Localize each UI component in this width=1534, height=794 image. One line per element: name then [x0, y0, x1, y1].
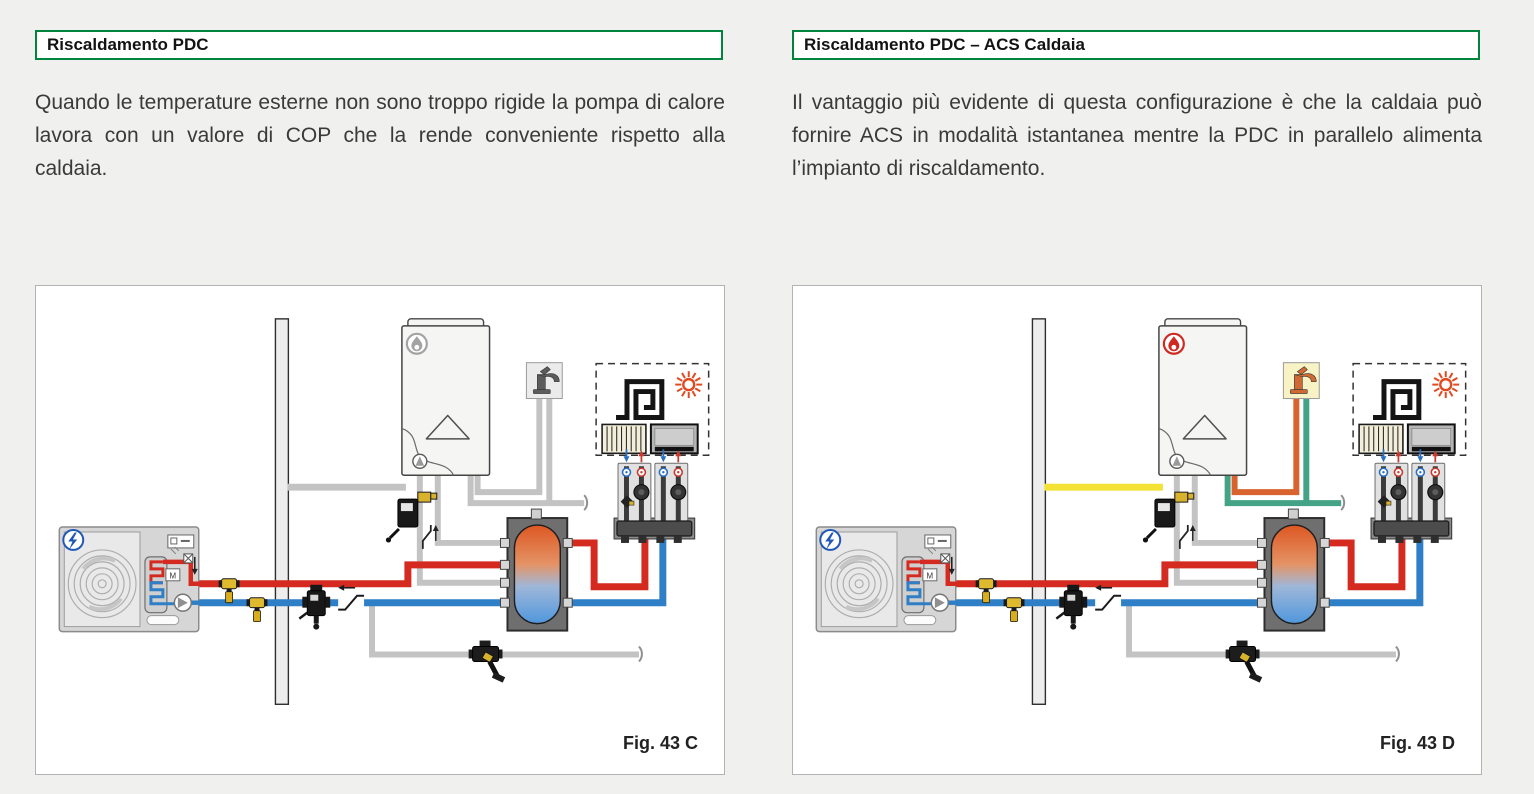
magnetic-filter — [1142, 491, 1195, 543]
figure-label: Fig. 43 D — [1379, 733, 1455, 753]
dirt-separator — [298, 584, 331, 630]
section-paragraph: Il vantaggio più evidente di questa conf… — [792, 91, 1482, 180]
dirt-separator — [1055, 584, 1088, 630]
valve-blue-line — [246, 597, 268, 623]
figure-panel: M Fig. 43 C — [35, 285, 725, 775]
section-title: Riscaldamento PDC — [47, 35, 209, 54]
flame-icon — [405, 332, 428, 355]
fan-coil-icon — [1406, 423, 1456, 455]
pump-station-manifold — [613, 449, 696, 543]
magnetic-filter — [385, 491, 438, 543]
figure-panel: M Fig. 43 D — [792, 285, 1482, 775]
boiler — [1158, 318, 1248, 476]
hydraulic-diagram: M — [58, 318, 710, 705]
figure-label: Fig. 43 C — [622, 733, 698, 753]
section-title-box-right: Riscaldamento PDC – ACS Caldaia — [792, 30, 1480, 60]
flexible-joint — [421, 525, 439, 549]
electric-power-icon — [62, 529, 85, 551]
pipes — [195, 398, 667, 663]
filling-unit — [468, 640, 506, 683]
legend-box — [1352, 362, 1467, 457]
floor-heating-icon — [1373, 379, 1422, 420]
pump-icon — [173, 593, 193, 612]
pump-icon — [930, 593, 950, 612]
electric-power-icon — [819, 529, 842, 551]
heat-pump-unit: M — [58, 526, 200, 633]
flame-icon — [1162, 332, 1185, 355]
valve-red-line — [218, 578, 240, 604]
check-valve — [1095, 584, 1122, 611]
tap-icon — [1282, 362, 1320, 400]
section-title: Riscaldamento PDC – ACS Caldaia — [804, 35, 1085, 54]
legend-box — [595, 362, 710, 457]
radiator-icon — [1358, 423, 1404, 455]
valve-red-line — [975, 578, 997, 604]
wall — [274, 318, 290, 705]
fan-coil-icon — [649, 423, 699, 455]
motor-label: M — [927, 571, 934, 580]
column-left: Riscaldamento PDC Quando le temperature … — [35, 0, 725, 794]
sun-icon — [1432, 371, 1460, 399]
boiler — [401, 318, 491, 476]
pump-station-manifold — [1370, 449, 1453, 543]
radiator-icon — [601, 423, 647, 455]
sun-icon — [675, 371, 703, 399]
valve-blue-line — [1003, 597, 1025, 623]
buffer-tank — [500, 508, 573, 632]
hydraulic-diagram: M — [815, 318, 1467, 705]
wall — [1031, 318, 1047, 705]
buffer-tank — [1257, 508, 1330, 632]
column-right: Riscaldamento PDC – ACS Caldaia Il vanta… — [792, 0, 1482, 794]
floor-heating-icon — [616, 379, 665, 420]
flexible-joint — [1178, 525, 1196, 549]
section-title-box-left: Riscaldamento PDC — [35, 30, 723, 60]
filling-unit — [1225, 640, 1263, 683]
check-valve — [338, 584, 365, 611]
tap-icon — [525, 362, 563, 400]
section-paragraph: Quando le temperature esterne non sono t… — [35, 91, 725, 180]
motor-label: M — [170, 571, 177, 580]
heat-pump-unit: M — [815, 526, 957, 633]
